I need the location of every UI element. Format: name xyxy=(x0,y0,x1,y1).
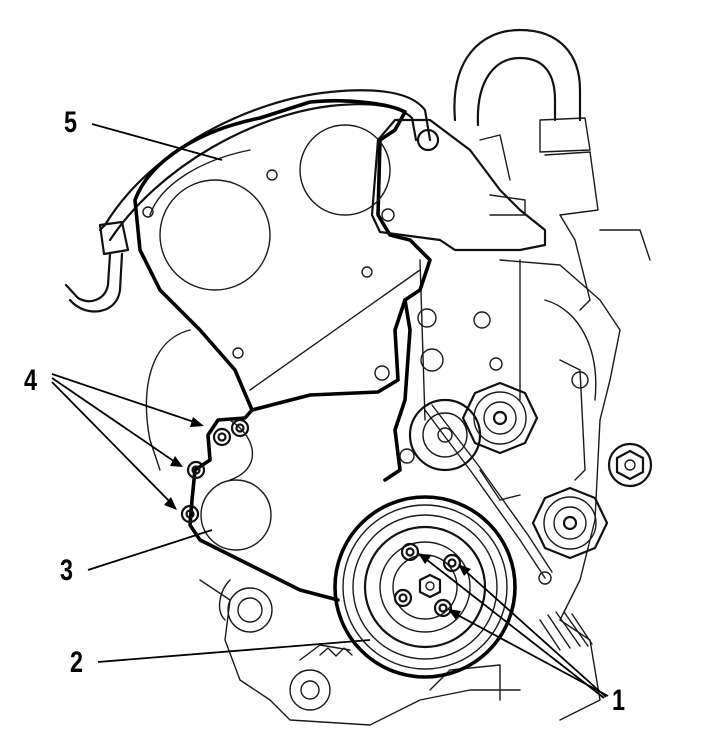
callout-3: 3 xyxy=(60,554,74,587)
callout-2: 2 xyxy=(70,646,84,679)
upper-timing-cover xyxy=(133,98,432,412)
leader-lines xyxy=(51,123,609,699)
callout-1: 1 xyxy=(612,684,626,717)
loose-nut xyxy=(607,442,653,488)
mount-bracket xyxy=(370,118,547,252)
idler-pulley-lower xyxy=(531,486,609,560)
crankshaft-pulley xyxy=(333,495,517,679)
idler-cap xyxy=(200,479,272,551)
cover-bolts xyxy=(180,418,250,524)
tensioner-assembly xyxy=(408,359,589,585)
hatching xyxy=(319,611,593,657)
idler-pulley-upper xyxy=(461,381,539,455)
callout-4: 4 xyxy=(24,364,38,397)
pulley-bolts xyxy=(393,542,462,618)
lower-timing-cover xyxy=(188,298,503,602)
callout-5: 5 xyxy=(64,106,78,139)
